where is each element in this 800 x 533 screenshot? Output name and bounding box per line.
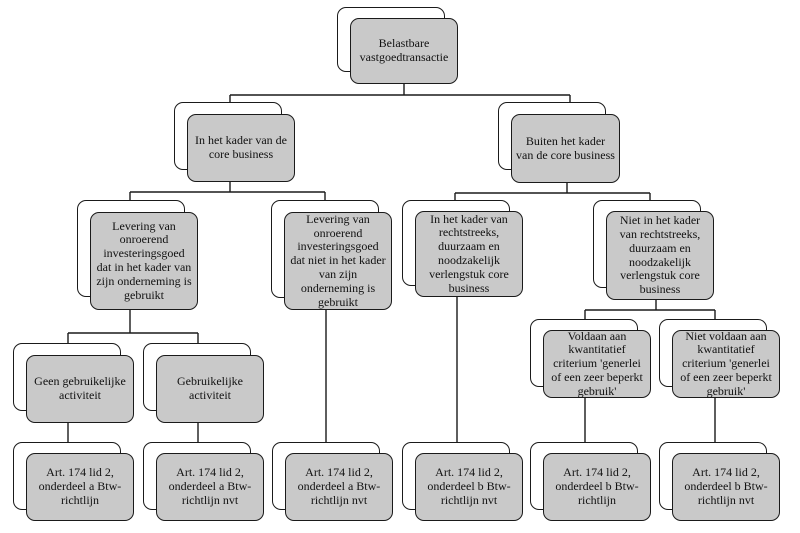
leaf-a-nvt-2-node: Art. 174 lid 2, onderdeel a Btw-richtlij…: [285, 453, 393, 521]
leaf-a-nvt-node-label: Art. 174 lid 2, onderdeel a Btw-richtlij…: [168, 465, 252, 507]
root-node-label: Belastbare vastgoedtransactie: [359, 36, 449, 64]
core-node: In het kader van de core business: [187, 114, 295, 182]
delivery-in-node-label: Levering van onroerend investeringsgoed …: [96, 218, 192, 302]
delivery-in-node: Levering van onroerend investeringsgoed …: [90, 212, 198, 310]
leaf-b-nvt-node: Art. 174 lid 2, onderdeel b Btw-richtlij…: [415, 453, 523, 521]
leaf-b-nvt-2-node: Art. 174 lid 2, onderdeel b Btw-richtlij…: [672, 453, 780, 521]
leaf-a-node: Art. 174 lid 2, onderdeel a Btw-richtlij…: [26, 453, 134, 521]
leaf-a-nvt-2-node-label: Art. 174 lid 2, onderdeel a Btw-richtlij…: [297, 465, 381, 507]
leaf-a-node-label: Art. 174 lid 2, onderdeel a Btw-richtlij…: [38, 465, 122, 507]
connector-not-extension: [584, 300, 716, 330]
no-usual-node: Geen gebruikelijke activiteit: [26, 355, 134, 423]
leaf-b-nvt-2-node-label: Art. 174 lid 2, onderdeel b Btw-richtlij…: [684, 465, 768, 507]
leaf-b-node: Art. 174 lid 2, onderdeel b Btw-richtlij…: [543, 453, 651, 521]
extension-node: In het kader van rechtstreeks, duurzaam …: [415, 211, 523, 297]
connector-core: [129, 182, 326, 213]
outside-core-node-label: Buiten het kader van de core business: [516, 133, 615, 162]
usual-node-label: Gebruikelijke activiteit: [177, 374, 243, 402]
criterion-met-node: Voldaan aan kwantitatief criterium 'gene…: [543, 328, 651, 398]
not-extension-node: Niet in het kader van rechtstreeks, duur…: [606, 211, 714, 300]
outside-core-node: Buiten het kader van de core business: [511, 114, 620, 183]
extension-node-label: In het kader van rechtstreeks, duurzaam …: [429, 211, 509, 295]
connector-delivery-in: [67, 303, 199, 355]
connector-root: [229, 78, 571, 118]
no-usual-node-label: Geen gebruikelijke activiteit: [34, 374, 126, 402]
usual-node: Gebruikelijke activiteit: [156, 355, 264, 423]
leaf-b-nvt-node-label: Art. 174 lid 2, onderdeel b Btw-richtlij…: [427, 465, 511, 507]
criterion-not-met-node: Niet voldaan aan kwantitatief criterium …: [672, 328, 780, 398]
root-node: Belastbare vastgoedtransactie: [350, 18, 458, 84]
core-node-label: In het kader van de core business: [195, 133, 287, 161]
delivery-not-in-node: Levering van onroerend investeringsgoed …: [284, 212, 392, 310]
delivery-not-in-node-label: Levering van onroerend investeringsgoed …: [290, 211, 386, 309]
criterion-not-met-node-label: Niet voldaan aan kwantitatief criterium …: [680, 328, 772, 398]
leaf-a-nvt-node: Art. 174 lid 2, onderdeel a Btw-richtlij…: [156, 453, 264, 521]
leaf-b-node-label: Art. 174 lid 2, onderdeel b Btw-richtlij…: [555, 465, 639, 507]
criterion-met-node-label: Voldaan aan kwantitatief criterium 'gene…: [551, 328, 643, 398]
connector-outside-core: [454, 183, 651, 213]
not-extension-node-label: Niet in het kader van rechtstreeks, duur…: [619, 213, 701, 297]
